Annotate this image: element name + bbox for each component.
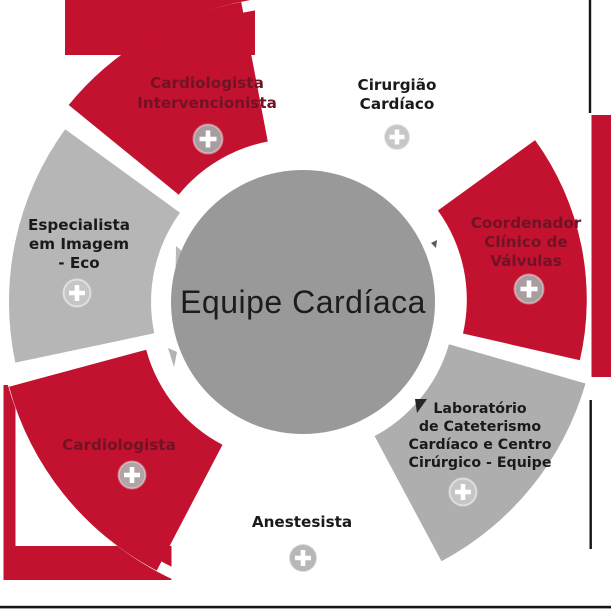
plus-icon[interactable] (288, 543, 318, 573)
label-especialista-imagem-eco: Especialista em Imagem - Eco (28, 216, 130, 272)
fold-mark-lower-left (168, 348, 177, 367)
svg-text:Cardiologista: Cardiologista (62, 436, 176, 454)
svg-text:Clínico de: Clínico de (484, 233, 567, 251)
svg-text:Cardíaco e Centro: Cardíaco e Centro (409, 437, 552, 453)
plus-icon[interactable] (62, 278, 92, 308)
segment-anestesista[interactable] (181, 439, 427, 597)
svg-text:Válvulas: Válvulas (490, 252, 562, 270)
svg-text:Especialista: Especialista (28, 216, 130, 234)
svg-text:Cardíaco: Cardíaco (360, 95, 435, 113)
fold-mark-right (415, 399, 427, 413)
label-coordenador-valvulas: Coordenador Clínico de Válvulas (471, 214, 582, 270)
center-title: Equipe Cardíaca (180, 284, 426, 320)
segment-cirurgiao-cardiaco[interactable] (264, 8, 532, 207)
edge-line-right-upper (588, 0, 592, 113)
plus-icon[interactable] (117, 460, 147, 490)
center-circle (171, 170, 435, 434)
plus-icon[interactable] (513, 273, 545, 305)
svg-text:Coordenador: Coordenador (471, 214, 582, 232)
label-anestesista: Anestesista (252, 513, 352, 531)
segment-coordenador-valvulas[interactable] (437, 140, 587, 361)
svg-text:Cirúrgico - Equipe: Cirúrgico - Equipe (409, 455, 552, 471)
svg-text:- Eco: - Eco (58, 254, 99, 272)
svg-text:de Cateterismo: de Cateterismo (419, 419, 542, 435)
svg-text:em Imagem: em Imagem (29, 235, 129, 253)
label-laboratorio-cateterismo: Laboratório de Cateterismo Cardíaco e Ce… (409, 401, 552, 471)
label-cirurgiao-cardiaco: Cirurgião Cardíaco (358, 76, 437, 113)
plus-icon[interactable] (448, 477, 478, 507)
edge-accent-right (591, 115, 611, 377)
edge-line-bottom (0, 605, 611, 609)
label-cardiologista: Cardiologista (62, 436, 176, 454)
edge-line-right-lower (589, 400, 592, 549)
svg-text:Anestesista: Anestesista (252, 513, 352, 531)
svg-text:Intervencionista: Intervencionista (137, 94, 277, 112)
svg-text:Laboratório: Laboratório (433, 401, 526, 417)
fold-mark-upper-right (431, 240, 437, 248)
svg-text:Cirurgião: Cirurgião (358, 76, 437, 94)
label-cardiologista-intervencionista: Cardiologista Intervencionista (137, 74, 277, 112)
segment-especialista-imagem-eco[interactable] (9, 129, 181, 363)
plus-icon[interactable] (192, 123, 224, 155)
segment-laboratorio-cateterismo[interactable] (374, 344, 586, 562)
svg-text:Cardiologista: Cardiologista (150, 74, 264, 92)
segment-cardiologista[interactable] (9, 349, 223, 571)
plus-icon[interactable] (383, 123, 411, 151)
